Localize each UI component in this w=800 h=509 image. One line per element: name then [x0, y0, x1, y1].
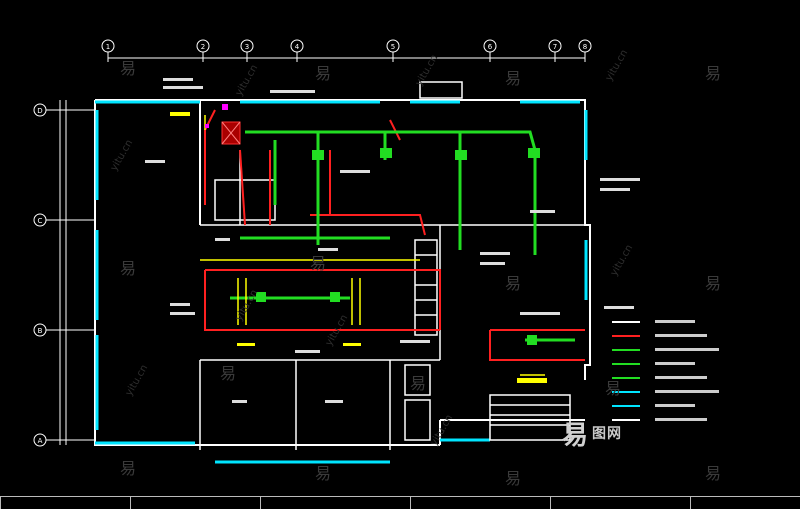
grid-bubble-top: 3: [240, 39, 254, 62]
watermark-glyph: 易: [315, 64, 332, 83]
grid-bubble-top: 7: [548, 39, 562, 62]
grid-bubble-label: 8: [583, 43, 587, 51]
grid-bubble-label: 1: [106, 43, 110, 51]
watermark-glyph: 易: [310, 254, 327, 273]
grid-bubble-left: A: [33, 433, 95, 447]
watermark-glyph: 易: [120, 459, 137, 478]
grid-bubble-top: 1: [101, 39, 115, 62]
grid-bubble-label: 6: [488, 43, 493, 51]
grid-bubble-label: D: [37, 107, 42, 115]
grid-bubble-label: 2: [201, 43, 205, 51]
legend-row: [612, 404, 695, 407]
legend-row: [612, 320, 695, 323]
watermark-glyph: 易: [705, 274, 722, 293]
red-lines: [204, 109, 585, 361]
watermark-glyph: 易: [705, 464, 722, 483]
watermark-glyph: 易: [120, 59, 137, 78]
watermark-glyph: 易: [705, 64, 722, 83]
grid-bubble-top: 2: [196, 39, 210, 62]
logo-mark: 易: [562, 420, 589, 451]
watermark-glyph: 易: [315, 464, 332, 483]
grid-bubble-label: 7: [553, 43, 557, 51]
legend-row: [612, 334, 707, 337]
grid-bubble-left: C: [33, 213, 95, 227]
watermark-glyph: 易: [505, 274, 522, 293]
title-block: [0, 496, 800, 509]
legend-row: [612, 348, 719, 351]
grid-bubble-left: B: [33, 323, 95, 337]
watermark-glyph: 易: [410, 374, 427, 393]
watermark-glyph: 易: [120, 259, 137, 278]
roof-unit-box: [419, 81, 463, 99]
top-grid-bubbles: 1 2 3 4 5 6 7 8: [101, 39, 592, 62]
watermark-glyph: 易: [605, 379, 622, 398]
watermark-glyph: 易: [220, 364, 237, 383]
legend-row: [612, 376, 707, 379]
interior-walls: [199, 150, 585, 450]
grid-bubble-top: 6: [483, 39, 497, 62]
yellow-lines: [200, 115, 545, 376]
yellow-labels: [170, 112, 547, 383]
annotation-blocks: [145, 78, 640, 403]
grid-bubble-top: 5: [386, 39, 400, 62]
magenta-marks: [205, 104, 228, 128]
left-grid-bubbles: D C B A: [33, 103, 95, 447]
logo-text: 图网: [592, 426, 623, 442]
legend-row: [612, 418, 707, 421]
green-diffusers: [256, 148, 540, 345]
title-block-cell: [130, 497, 234, 509]
grid-bubble-top: 8: [578, 39, 592, 62]
legend-row: [612, 362, 695, 365]
grid-bubble-label: B: [38, 327, 43, 335]
site-logo-badge: 易 图网: [562, 416, 623, 451]
watermark-glyph: 易: [505, 69, 522, 88]
grid-bubble-label: A: [38, 437, 43, 445]
title-block-cell: [0, 497, 134, 509]
title-block-cell: [550, 497, 694, 509]
grid-bubble-left: D: [33, 103, 95, 117]
grid-bubble-top: 4: [290, 39, 304, 62]
legend-table: [604, 306, 719, 421]
green-ducts: [230, 130, 575, 342]
title-block-cell: [410, 497, 554, 509]
title-block-cell: [260, 497, 414, 509]
grid-bubble-label: 4: [295, 43, 300, 51]
window-strips: [95, 100, 588, 464]
title-block-cell: [690, 497, 800, 509]
grid-bubble-label: 5: [391, 43, 395, 51]
watermark-glyph: 易: [505, 469, 522, 488]
grid-bubble-label: 3: [245, 43, 249, 51]
legend-row: [612, 390, 719, 393]
grid-bubble-label: C: [38, 217, 43, 225]
